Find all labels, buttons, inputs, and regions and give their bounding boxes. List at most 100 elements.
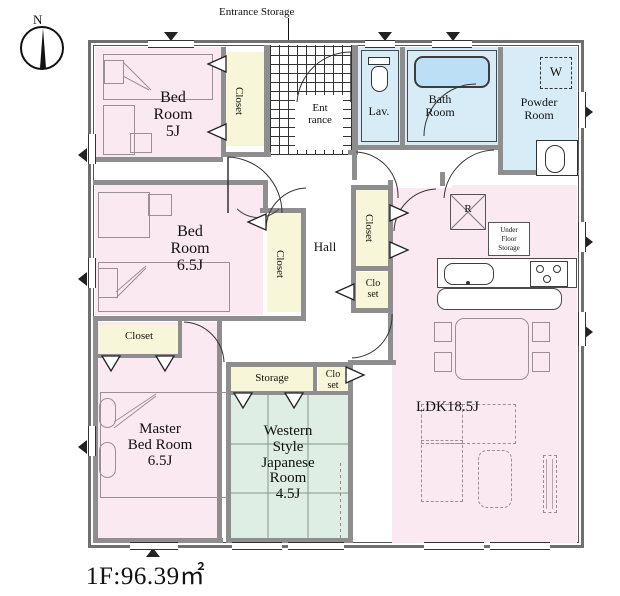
bath-room-inner-box [407, 50, 497, 142]
dining-chair-2 [434, 352, 452, 372]
bedroom-5j-fill [95, 47, 221, 157]
bath-room-label: Bath Room [425, 92, 455, 119]
compass-ring [20, 26, 64, 70]
window-bath-top [432, 40, 472, 48]
sink-drain-icon [466, 281, 470, 285]
wall-v-entrance-low [352, 150, 357, 180]
closet-jp-fill [318, 366, 348, 394]
wall-h-closet65j-top [260, 208, 306, 213]
wall-v-closet65j-right [301, 208, 306, 316]
refrigerator-box [450, 194, 486, 230]
door-swing-powder [443, 149, 495, 199]
window-marker-powder-right [584, 105, 593, 119]
window-marker-bed5j-left [78, 148, 87, 162]
bed-5j-pillow [104, 60, 124, 84]
kitchen-island-front [437, 288, 562, 310]
floor-area-title: 1F:96.39㎡ [86, 563, 206, 590]
compass-rose: N [20, 12, 64, 70]
refrigerator-cross-lines [450, 194, 486, 230]
japanese-room-fill [228, 395, 348, 543]
dining-chair-3 [532, 322, 550, 342]
closet-marker-master-2 [154, 355, 176, 373]
window-marker-bed65j-left [78, 272, 87, 286]
master-bedroom-label: Master Bed Room 6.5J [127, 421, 193, 469]
closet-bed5j-fill [226, 52, 264, 146]
compass-north-label: N [33, 12, 43, 27]
entrance-storage-leader-line [288, 18, 289, 40]
wall-h-closetmaster-bottom [96, 354, 182, 358]
tv-cabinet-lines [546, 459, 554, 509]
under-floor-storage-box [488, 222, 530, 256]
closet-hall-low-fill [356, 272, 388, 308]
closet-marker-hall-low [334, 282, 355, 302]
toilet-bowl-icon [371, 66, 388, 92]
window-ldk-right-2 [578, 312, 586, 346]
door-swing-master [183, 321, 225, 363]
window-ldk-bottom-2 [490, 542, 550, 550]
door-swing-jp-corridor [351, 313, 393, 359]
wall-h-bed65j-top [93, 180, 265, 185]
wardrobe-5j [103, 105, 135, 155]
wall-v-bath-right [498, 47, 503, 145]
closet-marker-hall [389, 240, 410, 260]
wall-h-closethall-top [351, 185, 393, 190]
wall-h-closethall-bottom [351, 308, 393, 313]
wall-h-bed65j-bottom [93, 316, 306, 321]
wall-h-ldk-left-jog [348, 360, 396, 365]
wall-v-entrance-right [352, 45, 358, 155]
window-jp-bottom-1 [232, 542, 282, 550]
bed-5j-quilt-lines [122, 61, 152, 91]
window-marker-bath-top [446, 32, 460, 41]
closet-master-fill [99, 325, 179, 353]
wall-v-powder-left-low [498, 145, 503, 175]
door-swing-bath [423, 83, 477, 137]
master-quilt-lines [113, 393, 157, 429]
window-powder-right [578, 92, 586, 128]
storage-marker-jp-2 [283, 392, 305, 410]
window-ldk-bottom-1 [424, 542, 484, 550]
wall-v-ldk-top-stub [440, 172, 445, 186]
closet-marker-master-1 [100, 355, 122, 373]
door-swing-entrance [296, 51, 352, 103]
entrance-label: Ent rance [308, 102, 332, 126]
bathtub-icon [414, 56, 490, 88]
closet-hall-low-label: Clo set [365, 278, 381, 300]
nightstand-5j [130, 133, 152, 153]
storage-jp-label: Storage [255, 372, 289, 384]
hall-label: Hall [313, 239, 337, 254]
cooktop-icon [530, 261, 568, 287]
lavatory-inner-box [361, 50, 399, 142]
entrance-storage-caption: Entrance Storage [219, 6, 295, 18]
wall-v-lav-right [400, 47, 405, 145]
window-bed5j-top [148, 40, 194, 48]
wall-h-bed5j-bottom [93, 157, 223, 162]
wall-v-jp-closet-split [313, 362, 317, 394]
master-pillow-2 [99, 442, 116, 478]
storage-marker-jp-1 [232, 392, 254, 410]
japanese-room-label: Western Style Japanese Room 4.5J [261, 423, 315, 502]
window-marker-master-left [78, 440, 87, 454]
closet-marker-bed65j [246, 212, 267, 232]
closet-hall-label: Closet [363, 213, 375, 243]
tatami-lines [228, 395, 348, 543]
window-marker-bed5j-top [164, 32, 178, 41]
closet-marker-bed5j-top [206, 54, 227, 74]
closet-jp-label: Clo set [325, 369, 341, 391]
door-swing-lav [355, 151, 399, 199]
entrance-hall-floor [295, 95, 343, 150]
storage-jp-fill [231, 366, 313, 394]
wall-v-master-right [217, 320, 222, 543]
under-floor-storage-label: Under Floor Storage [498, 226, 520, 252]
ldk-top-gap [392, 172, 452, 188]
closet-marker-bed5j-bottom [206, 122, 227, 142]
closet-master-label: Closet [124, 330, 154, 342]
window-marker-master-bottom [146, 548, 160, 557]
wall-v-jp-left [226, 362, 231, 543]
closet-bed5j-label: Closet [233, 86, 245, 116]
closet-hall-fill [356, 190, 388, 268]
wall-h-bath-bottom [356, 145, 502, 150]
wall-h-closet5j-bottom [221, 152, 271, 157]
bedroom-5j-label: Bed Room 5J [153, 89, 193, 140]
refrigerator-label: R [464, 203, 472, 215]
